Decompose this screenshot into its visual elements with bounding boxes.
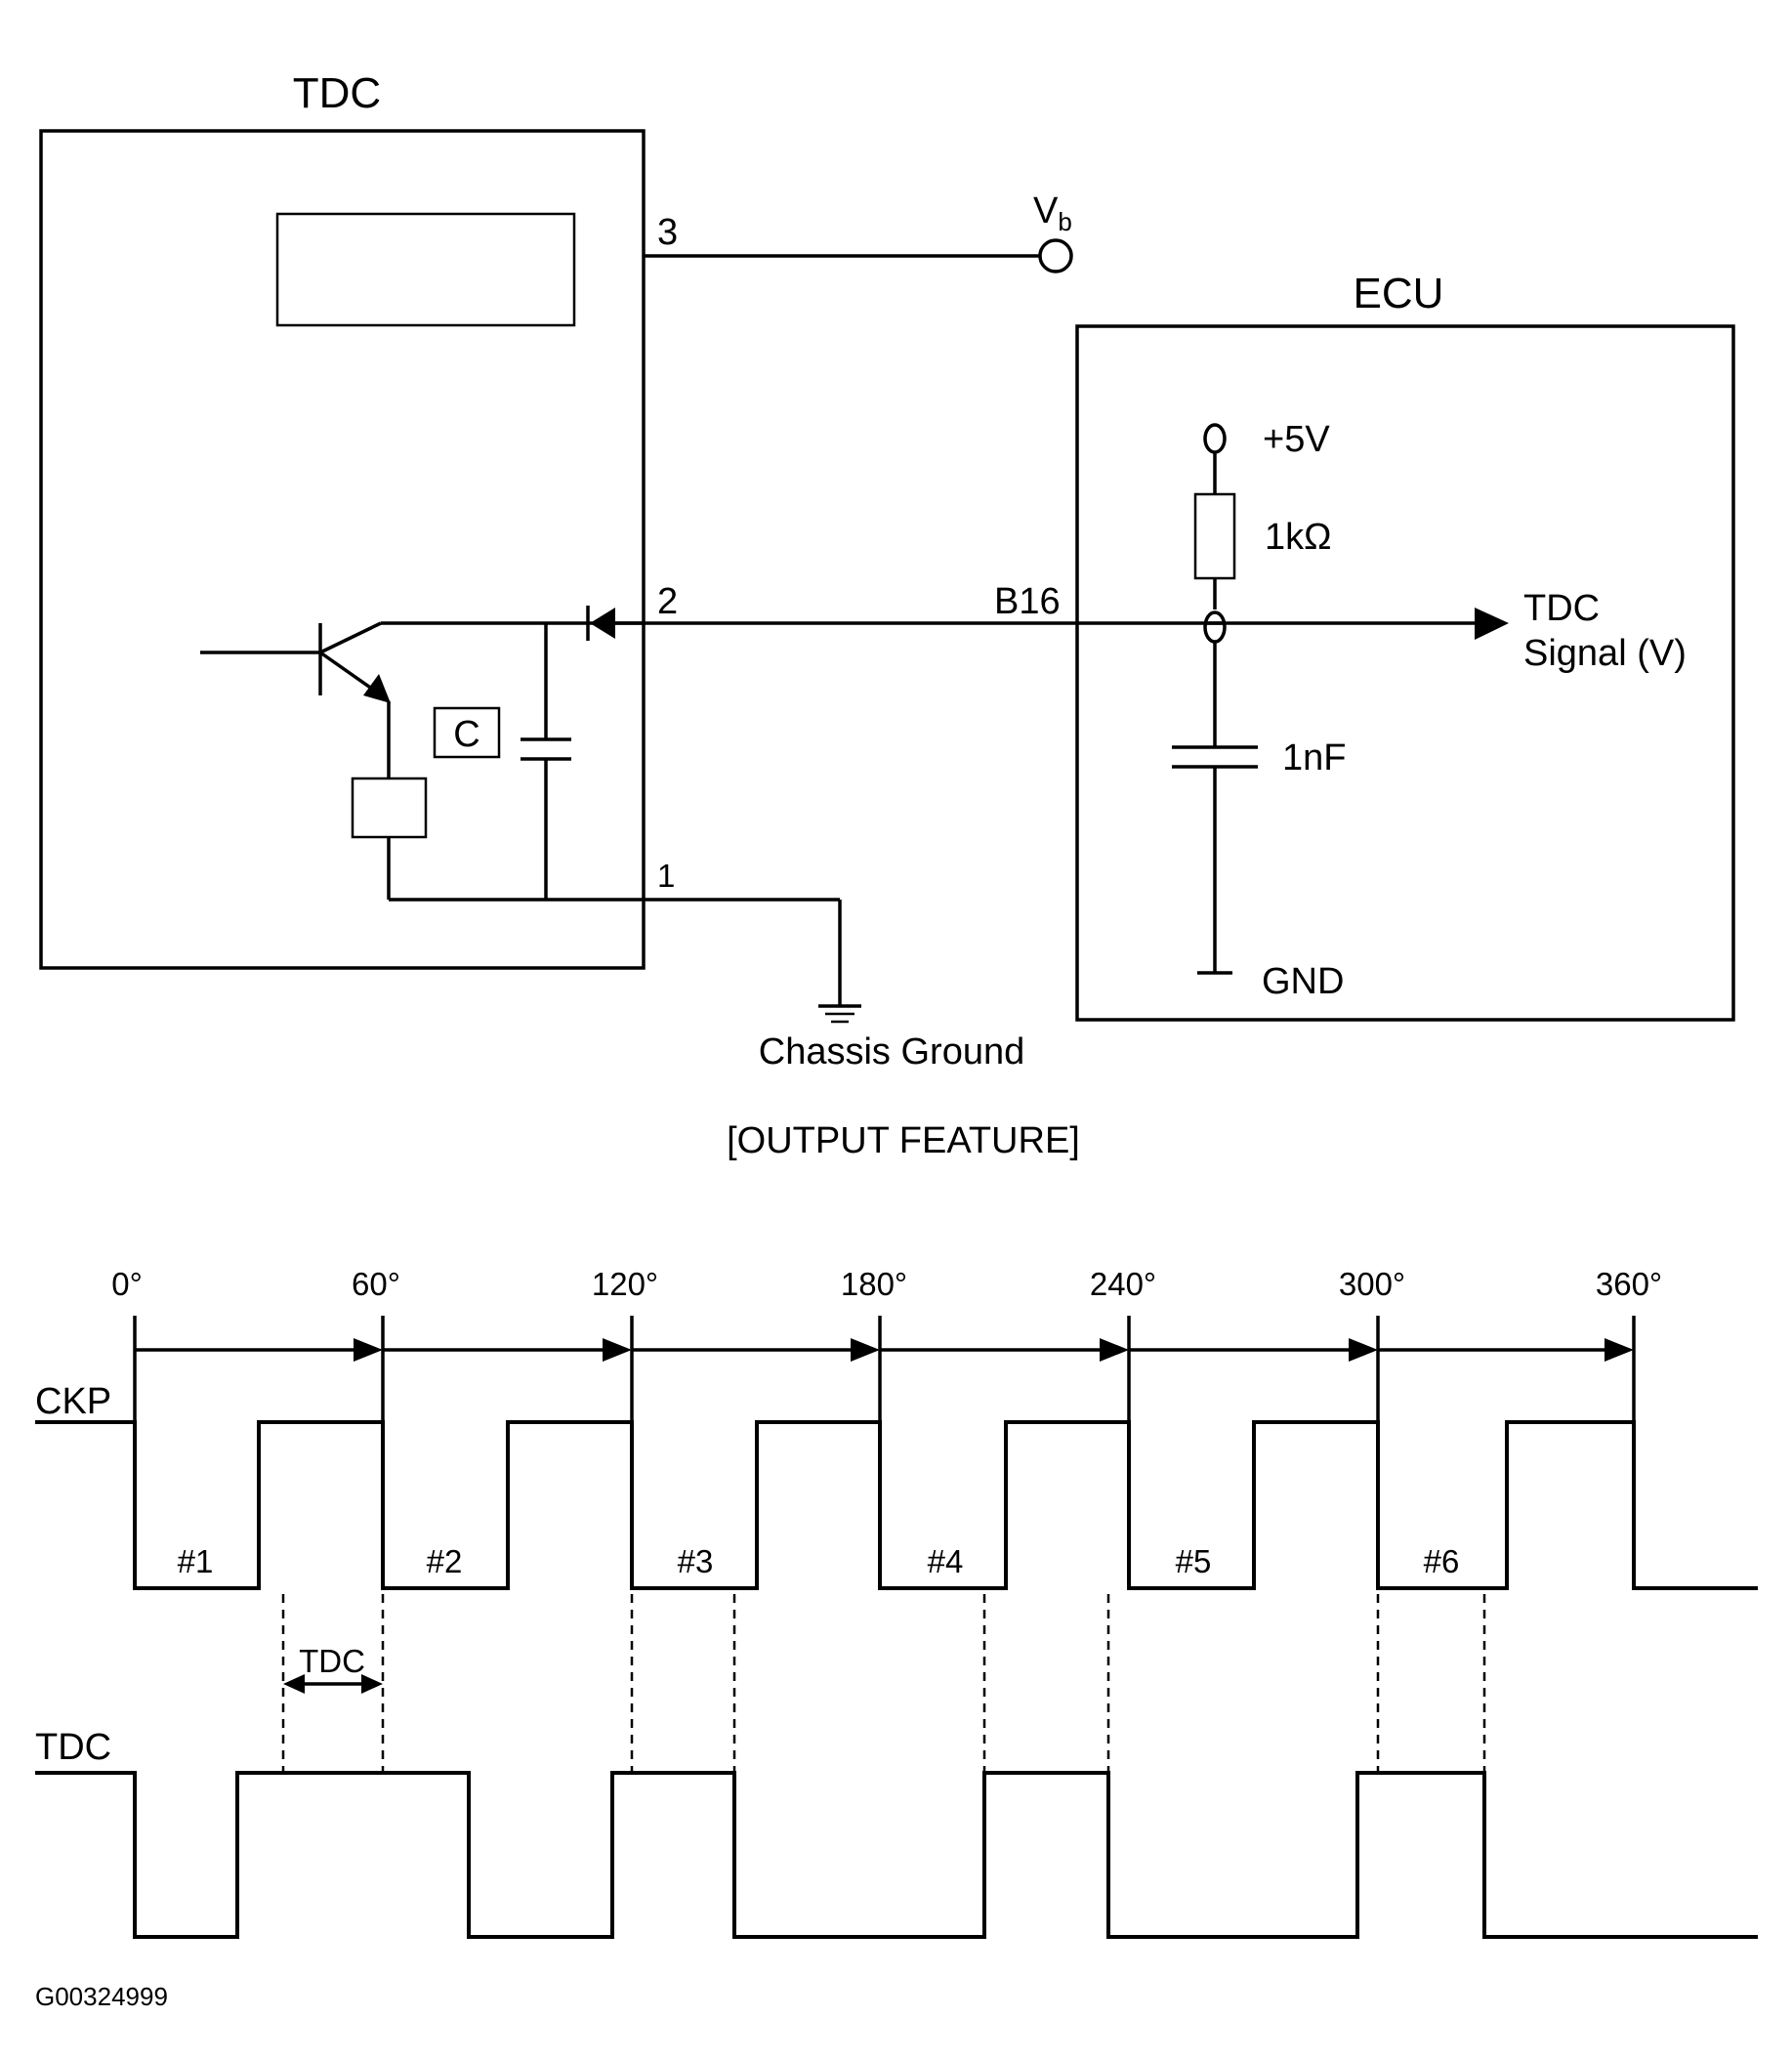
angle-label: 180°: [841, 1266, 907, 1302]
pullup-resistor: [1193, 492, 1236, 580]
tdc-sensor-block: TDC C: [39, 69, 840, 970]
angle-label: 360°: [1596, 1266, 1662, 1302]
tdc-box-outline: [39, 129, 646, 970]
capacitor-label: 1nF: [1282, 737, 1346, 778]
plus5v-terminal: [1203, 423, 1227, 454]
tdc-signal-label-line1: TDC: [1523, 588, 1600, 629]
diode-symbol: [586, 606, 615, 641]
tdc-interval-label: TDC: [299, 1643, 365, 1679]
plus5v-label: +5V: [1263, 419, 1330, 460]
angle-label: 240°: [1090, 1266, 1156, 1302]
internal-capacitor: [521, 623, 571, 900]
chassis-ground: Chassis Ground: [759, 900, 1024, 1072]
cylinder-label: #5: [1176, 1543, 1212, 1579]
cylinder-label: #4: [928, 1543, 964, 1579]
tdc-waveform-label: TDC: [35, 1727, 111, 1768]
cylinder-label: #6: [1424, 1543, 1460, 1579]
ecu-block: ECU +5V 1kΩ 1nF GND: [1075, 270, 1735, 1022]
tdc-signal-arrow: [1475, 608, 1509, 640]
angle-label: 120°: [592, 1266, 658, 1302]
angle-label: 300°: [1339, 1266, 1405, 1302]
emitter-resistor: [351, 777, 428, 839]
pin-3-label: 3: [657, 212, 678, 253]
section-title: [OUTPUT FEATURE]: [727, 1120, 1080, 1161]
timing-diagram: 0° 60° 120° 180° 240° 300° 360°: [35, 1266, 1758, 1939]
tdc-waveform: [35, 1771, 1758, 1939]
ckp-label: CKP: [35, 1381, 111, 1422]
angle-labels: 0° 60° 120° 180° 240° 300° 360°: [111, 1266, 1662, 1302]
alignment-guides: [281, 1594, 1486, 1773]
transistor-symbol: [200, 621, 391, 778]
pin-1-label: 1: [657, 858, 675, 894]
tdc-signal-label-line2: Signal (V): [1523, 633, 1687, 674]
figure-id: G00324999: [35, 1982, 168, 2011]
vb-label: Vb: [1033, 190, 1072, 236]
resistor-label: 1kΩ: [1265, 517, 1332, 558]
tdc-interval-indicator: TDC: [283, 1643, 383, 1694]
tdc-box-title: TDC: [293, 69, 381, 117]
c-box-label: C: [453, 714, 479, 755]
ckp-waveform: [35, 1420, 1758, 1590]
c-label-box: [433, 706, 501, 759]
pin-2-label: 2: [657, 581, 678, 622]
tdc-sensing-element: [275, 212, 576, 327]
vb-supply: Vb: [644, 190, 1073, 273]
cylinder-label: #3: [678, 1543, 714, 1579]
angle-label: 60°: [352, 1266, 400, 1302]
angle-label: 0°: [111, 1266, 143, 1302]
signal-junction: [1203, 610, 1227, 644]
ecu-box-outline: [1075, 324, 1735, 1022]
angle-arrows: [133, 1316, 1636, 1422]
cylinder-label: #2: [427, 1543, 463, 1579]
cylinder-label: #1: [178, 1543, 214, 1579]
gnd-label: GND: [1262, 961, 1344, 1002]
ecu-box-title: ECU: [1354, 270, 1444, 317]
b16-label: B16: [994, 581, 1061, 622]
chassis-ground-label: Chassis Ground: [759, 1031, 1024, 1072]
